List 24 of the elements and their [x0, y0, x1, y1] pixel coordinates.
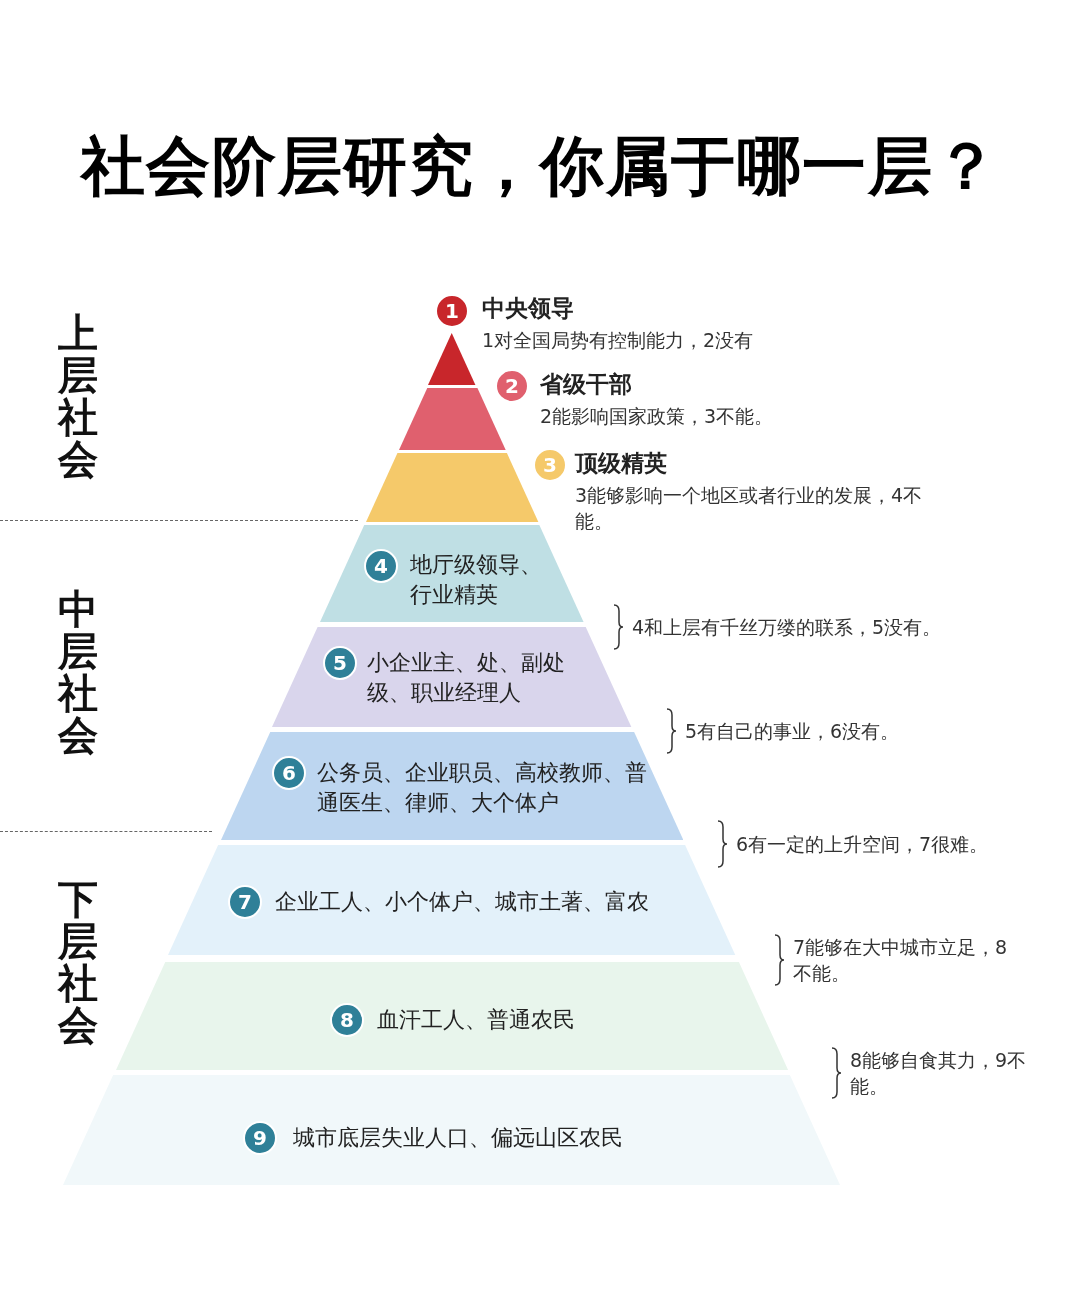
tier-description: 小企业主、处、副处级、职业经理人 [367, 649, 566, 707]
tier-description: 2能影响国家政策，3不能。 [540, 403, 775, 429]
tier-description: 3能够影响一个地区或者行业的发展，4不能。 [575, 482, 924, 534]
number-badge: 1 [435, 294, 469, 328]
tier-title: 中央领导 [482, 294, 575, 323]
tier-description: 1对全国局势有控制能力，2没有 [482, 327, 755, 353]
tier-group-label: 上层社会 [58, 312, 98, 480]
title: 社会阶层研究，你属于哪一层？ [79, 128, 1001, 205]
note-text: 7能够在大中城市立足，8不能。 [793, 934, 1009, 986]
tier-title: 省级干部 [540, 370, 633, 399]
tier-description: 地厅级领导、行业精英 [410, 551, 543, 609]
tier-title: 顶级精英 [575, 449, 668, 478]
note-text: 5有自己的事业，6没有。 [685, 718, 901, 744]
note-text: 8能够自食其力，9不能。 [850, 1047, 1028, 1099]
tier-group-label: 中层社会 [58, 588, 98, 756]
tier-group-label: 下层社会 [58, 878, 98, 1046]
tier-description: 血汗工人、普通农民 [377, 1006, 576, 1034]
note-text: 6有一定的上升空间，7很难。 [736, 831, 990, 857]
number-badge: 2 [495, 369, 529, 403]
note-text: 4和上层有千丝万缕的联系，5没有。 [632, 614, 943, 640]
tier-description: 企业工人、小个体户、城市土著、富农 [275, 888, 650, 916]
tier-description: 城市底层失业人口、偏远山区农民 [293, 1124, 624, 1152]
tier-description: 公务员、企业职员、高校教师、普通医生、律师、大个体户 [317, 759, 647, 817]
number-badge: 3 [533, 448, 567, 482]
